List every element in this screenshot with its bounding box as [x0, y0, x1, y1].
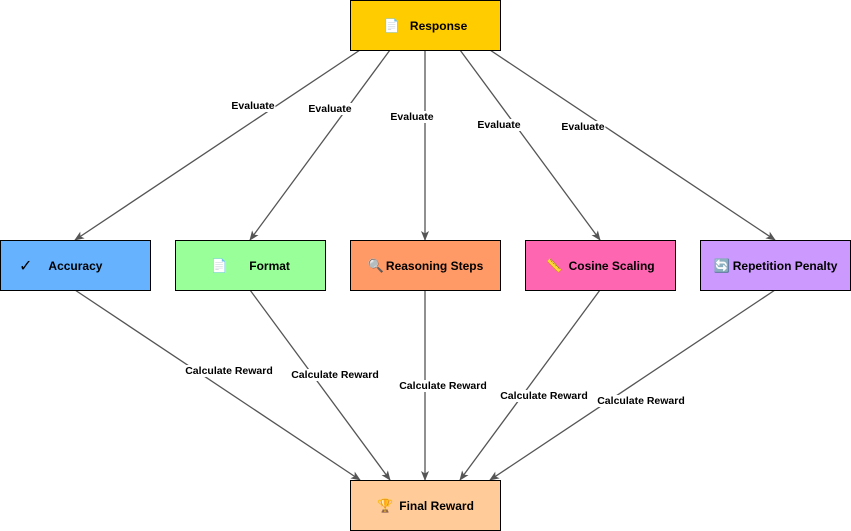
edge-label-evaluate: Evaluate	[389, 111, 435, 123]
node-format[interactable]: 📄 Format	[175, 240, 326, 291]
edge-response-cosine	[459, 49, 601, 241]
node-repetition-penalty[interactable]: 🔄 Repetition Penalty	[700, 240, 851, 291]
node-label: Repetition Penalty	[732, 258, 838, 273]
edge-label-calculate-reward: Calculate Reward	[398, 380, 488, 392]
edge-label-calculate-reward: Calculate Reward	[184, 365, 274, 377]
node-label: Reasoning Steps	[385, 258, 484, 273]
ruler-icon: 📏	[546, 257, 563, 273]
node-label: Accuracy	[48, 258, 103, 273]
edge-response-format	[249, 49, 391, 241]
document-icon: 📄	[383, 17, 400, 33]
edge-label-evaluate: Evaluate	[307, 103, 353, 115]
checkmark-icon: ✓	[19, 257, 33, 275]
trophy-icon: 🏆	[377, 497, 394, 513]
node-reasoning-steps[interactable]: 🔍 Reasoning Steps	[350, 240, 501, 291]
magnifier-icon: 🔍	[367, 257, 384, 273]
node-label: Response	[409, 18, 468, 33]
edge-cosine-final	[459, 289, 601, 481]
node-label: Format	[249, 258, 290, 273]
edge-label-evaluate: Evaluate	[560, 121, 606, 133]
node-label: Final Reward	[399, 498, 474, 513]
edge-repetition-final	[489, 289, 776, 481]
edge-accuracy-final	[74, 289, 361, 481]
node-label: Cosine Scaling	[568, 258, 655, 273]
edge-label-evaluate: Evaluate	[230, 100, 276, 112]
edge-response-repetition	[489, 49, 776, 241]
edge-response-accuracy	[74, 49, 361, 241]
edge-format-final	[249, 289, 391, 481]
node-response[interactable]: 📄 Response	[350, 0, 501, 51]
refresh-icon: 🔄	[713, 257, 730, 273]
document-icon: 📄	[211, 257, 228, 273]
edge-label-calculate-reward: Calculate Reward	[596, 395, 686, 407]
edge-label-calculate-reward: Calculate Reward	[499, 390, 589, 402]
node-final-reward[interactable]: 🏆 Final Reward	[350, 480, 501, 531]
node-accuracy[interactable]: ✓ Accuracy	[0, 240, 151, 291]
edge-label-evaluate: Evaluate	[476, 119, 522, 131]
edge-label-calculate-reward: Calculate Reward	[290, 369, 380, 381]
node-cosine-scaling[interactable]: 📏 Cosine Scaling	[525, 240, 676, 291]
